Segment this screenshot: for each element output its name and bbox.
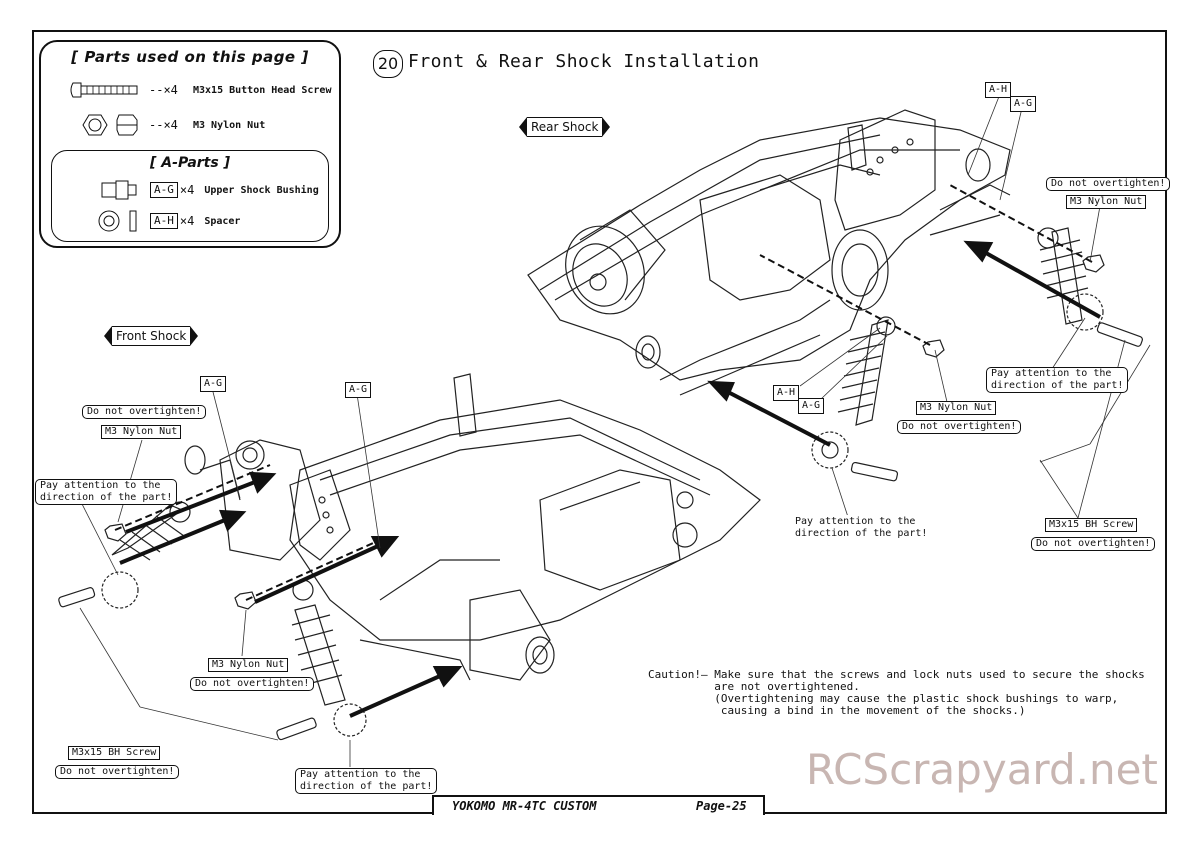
- parts-used-title: [ Parts used on this page ]: [71, 48, 309, 66]
- pay-attention-line1: Pay attention to the: [40, 480, 161, 491]
- rear-left-nylon-nut-label: M3 Nylon Nut: [916, 401, 997, 415]
- rear-ah-tag-top: A-H: [985, 82, 1012, 98]
- front-chassis-drawing: [184, 373, 761, 681]
- screw-qty: --×4: [149, 83, 178, 97]
- footer-page-number: Page-25: [696, 799, 747, 813]
- front-bh-screw-label: M3x15 BH Screw: [68, 746, 161, 760]
- bushing-name: Upper Shock Bushing: [204, 184, 319, 196]
- spacer-name: Spacer: [204, 215, 241, 227]
- rear-left-pay-attention: Pay attention to the direction of the pa…: [792, 515, 931, 541]
- pay-attention-line2: direction of the part!: [40, 492, 173, 503]
- caution-line1: Caution!— Make sure that the screws and …: [648, 668, 1145, 681]
- rear-bh-screw-label: M3x15 BH Screw: [1045, 518, 1138, 532]
- rear-shock-label: Rear Shock: [527, 117, 603, 137]
- rear-shock-left-drawing: [811, 316, 896, 469]
- front-left-pay-attention: Pay attention to the direction of the pa…: [35, 479, 178, 505]
- front-right-do-not-overtighten: Do not overtighten!: [190, 677, 315, 691]
- nut-name: M3 Nylon Nut: [193, 119, 266, 131]
- screw-icon: [70, 82, 138, 98]
- footer-model: YOKOMO MR-4TC CUSTOM: [452, 799, 597, 813]
- pay-attention-line1: Pay attention to the: [991, 368, 1112, 379]
- screw-name: M3x15 Button Head Screw: [193, 84, 332, 96]
- spacer-qty: ×4: [179, 214, 195, 228]
- front-right-pay-attention: Pay attention to the direction of the pa…: [295, 768, 438, 794]
- rear-ah-tag-bottom: A-H: [773, 385, 800, 401]
- bushing-icon: [101, 180, 137, 200]
- front-left-do-not-overtighten: Do not overtighten!: [82, 405, 207, 419]
- front-right-nylon-nut-label: M3 Nylon Nut: [208, 658, 289, 672]
- a-g-tag: A-G: [150, 182, 178, 198]
- front-left-nylon-nut-label: M3 Nylon Nut: [101, 425, 182, 439]
- spacer-icon: [98, 210, 137, 232]
- a-part-row-bushing: A-G ×4 Upper Shock Bushing: [98, 179, 319, 201]
- front-ag-tag-left: A-G: [200, 376, 227, 392]
- front-shock-label: Front Shock: [112, 326, 191, 346]
- front-shock-right-drawing: [291, 579, 367, 737]
- banner-left-arrow-icon: [104, 326, 112, 346]
- bushing-qty: ×4: [179, 183, 195, 197]
- pay-attention-line1: Pay attention to the: [795, 516, 916, 527]
- rear-right-do-not-overtighten: Do not overtighten!: [1046, 177, 1171, 191]
- front-ag-tag-right: A-G: [345, 382, 372, 398]
- rear-right-nylon-nut-label: M3 Nylon Nut: [1066, 195, 1147, 209]
- front-screw-do-not-overtighten: Do not overtighten!: [55, 765, 180, 779]
- caution-note: Caution!— Make sure that the screws and …: [648, 669, 1145, 717]
- a-h-tag: A-H: [150, 213, 178, 229]
- caution-line4: causing a bind in the movement of the sh…: [648, 704, 1026, 717]
- caution-line2: are not overtightened.: [648, 680, 860, 693]
- watermark: RCScrapyard.net: [806, 745, 1158, 794]
- nut-qty: --×4: [149, 118, 178, 132]
- a-parts-box: [ A-Parts ] A-G ×4 Upper Shock Bushing A…: [51, 150, 329, 242]
- page-footer: YOKOMO MR-4TC CUSTOM Page-25: [432, 795, 765, 815]
- step-title: Front & Rear Shock Installation: [408, 51, 760, 72]
- pay-attention-line2: direction of the part!: [300, 781, 433, 792]
- banner-right-arrow-icon: [602, 117, 611, 137]
- parts-used-box: [ Parts used on this page ] --×4 M3x15 B…: [39, 40, 341, 248]
- pay-attention-line2: direction of the part!: [795, 528, 928, 539]
- rear-shock-banner: Rear Shock: [519, 117, 611, 137]
- a-parts-title: [ A-Parts ]: [150, 155, 230, 171]
- nut-icon: [82, 114, 138, 136]
- rear-ag-tag-top: A-G: [1010, 96, 1037, 112]
- rear-right-pay-attention: Pay attention to the direction of the pa…: [986, 367, 1129, 393]
- rear-left-do-not-overtighten: Do not overtighten!: [897, 420, 1022, 434]
- pay-attention-line1: Pay attention to the: [300, 769, 421, 780]
- rear-chassis-drawing: [527, 109, 1011, 396]
- a-part-row-spacer: A-H ×4 Spacer: [98, 209, 240, 233]
- part-row-nut: --×4 M3 Nylon Nut: [79, 112, 265, 138]
- step-number: 20: [373, 50, 403, 78]
- part-row-screw: --×4 M3x15 Button Head Screw: [69, 80, 331, 100]
- banner-right-arrow-icon: [190, 326, 199, 346]
- rear-ag-tag-bottom: A-G: [798, 398, 825, 414]
- rear-screw-do-not-overtighten: Do not overtighten!: [1031, 537, 1156, 551]
- front-shock-banner: Front Shock: [104, 326, 199, 346]
- banner-left-arrow-icon: [519, 117, 527, 137]
- pay-attention-line2: direction of the part!: [991, 380, 1124, 391]
- caution-line3: (Overtightening may cause the plastic sh…: [648, 692, 1119, 705]
